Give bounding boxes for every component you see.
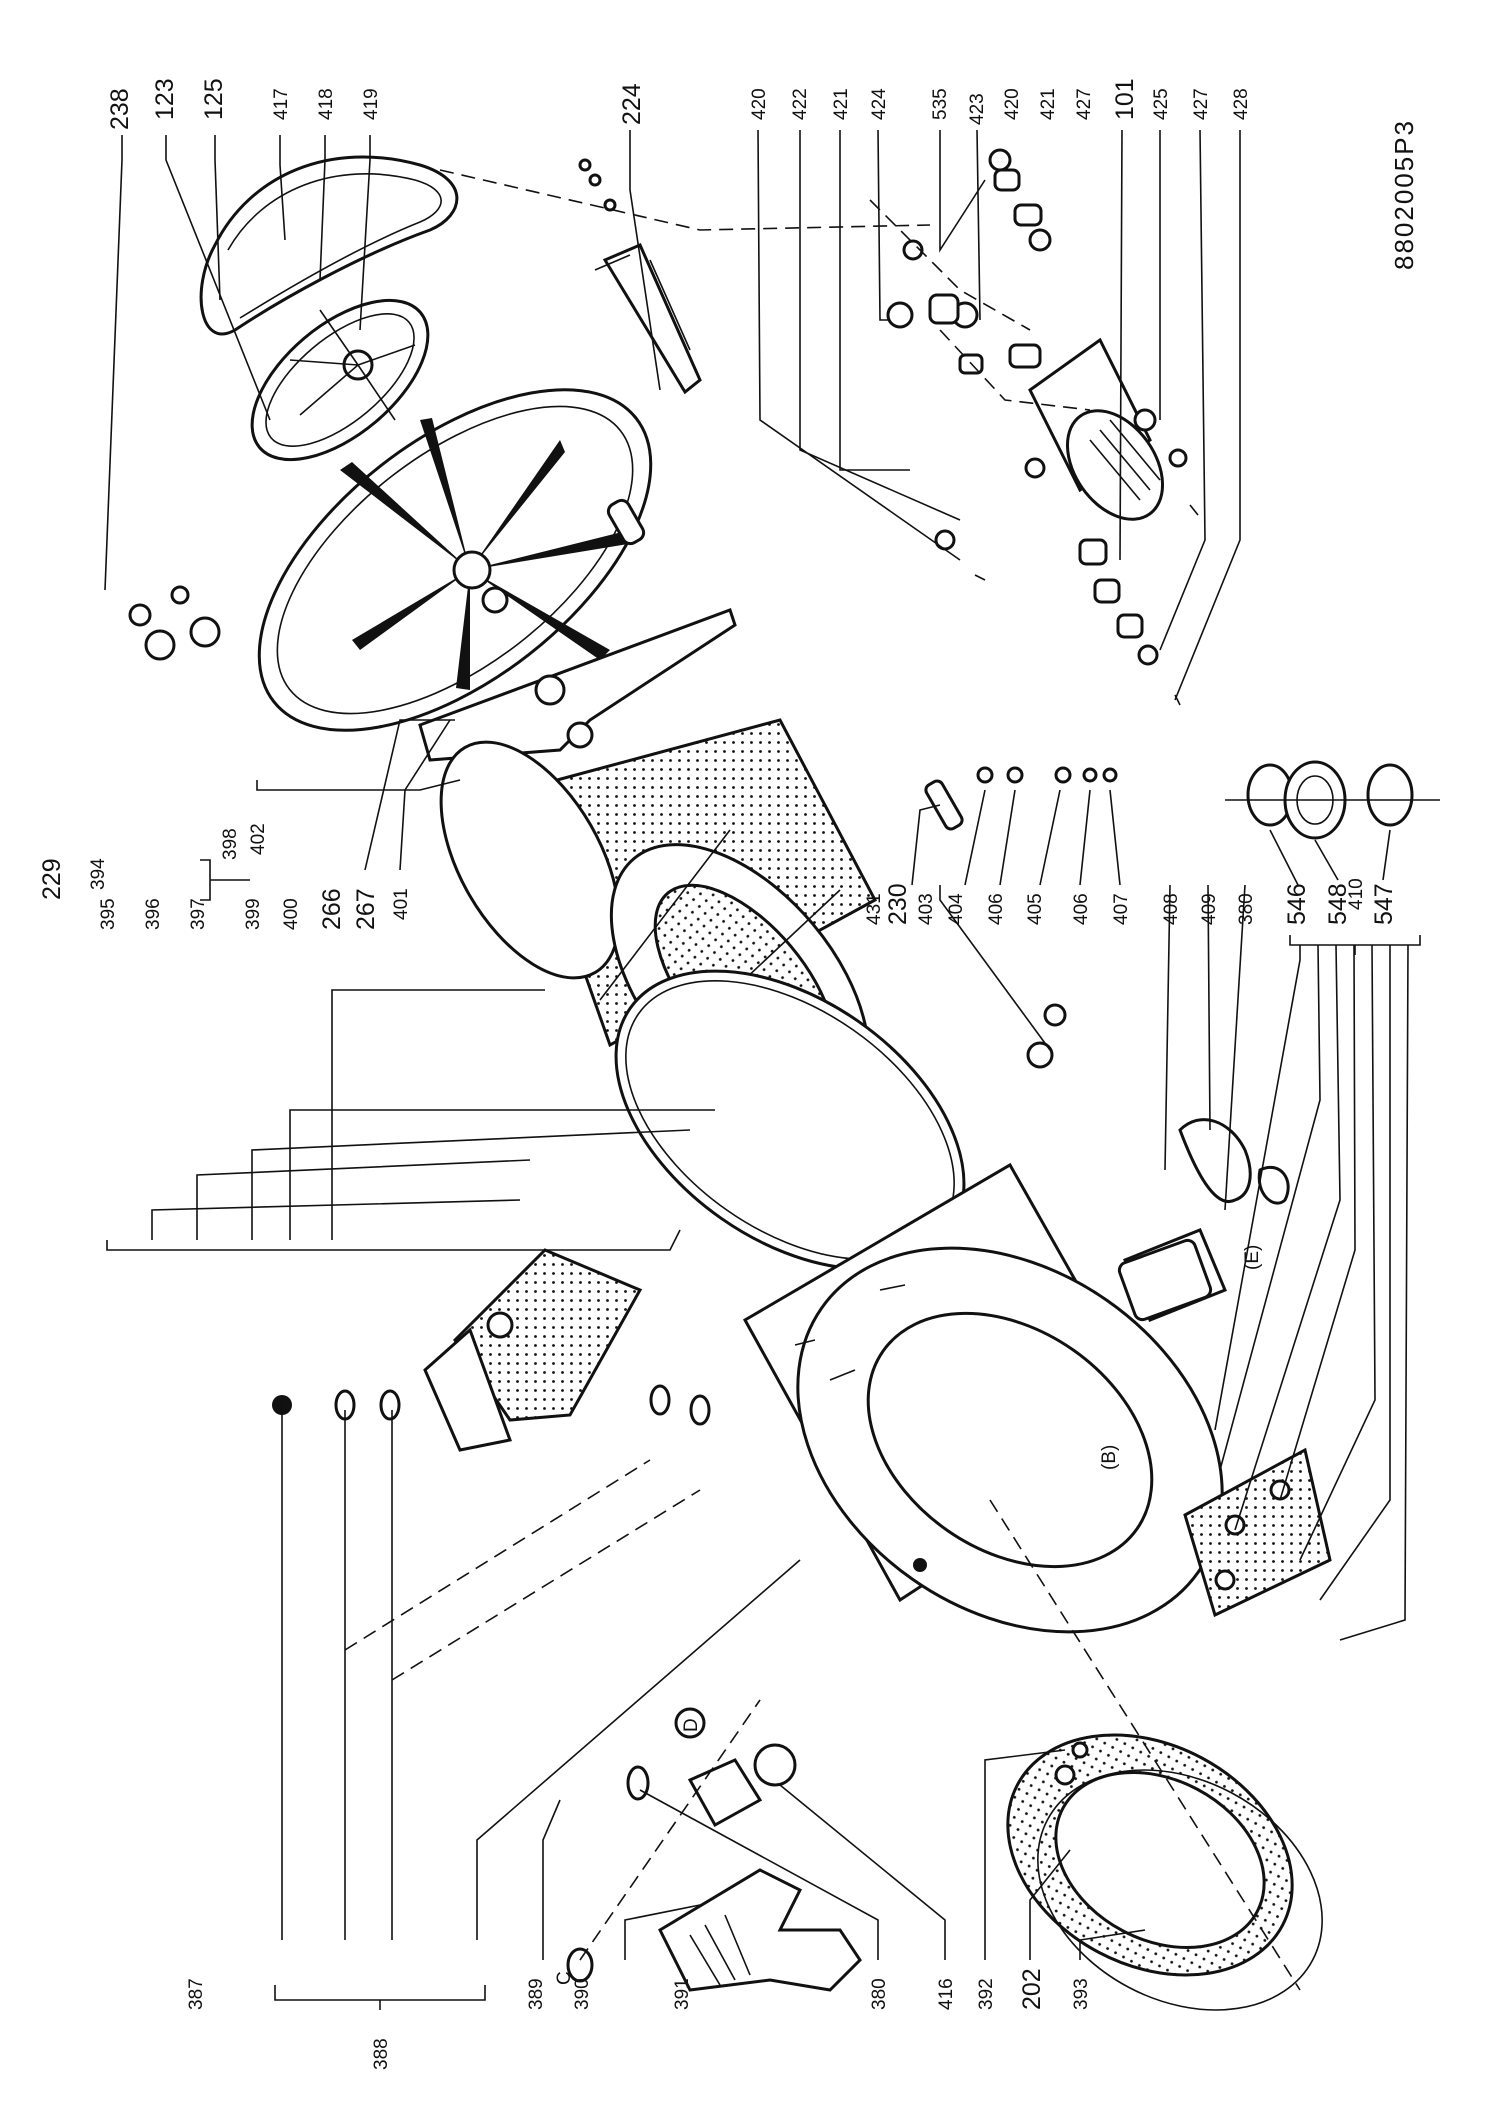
label-428: 428 <box>1231 88 1252 120</box>
label-424: 424 <box>869 88 890 120</box>
label-125: 125 <box>200 78 228 120</box>
label-416: 416 <box>936 1978 957 2010</box>
label-421-a: 421 <box>831 88 852 120</box>
door-seal <box>1006 1733 1323 2011</box>
label-224: 224 <box>618 83 646 125</box>
washer-stack <box>272 1384 711 1426</box>
label-380-a: 380 <box>1236 893 1257 925</box>
label-230: 230 <box>884 883 912 925</box>
label-202: 202 <box>1018 1968 1046 2010</box>
label-123: 123 <box>151 78 179 120</box>
label-535: 535 <box>930 88 951 120</box>
drawing-code: 8802005P3 <box>1389 119 1419 270</box>
pump-bracket <box>1183 1447 1332 1618</box>
label-390: 390 <box>572 1978 593 2010</box>
label-404: 404 <box>946 893 967 925</box>
pulley-wheel <box>250 298 430 462</box>
motor <box>1008 337 1165 521</box>
label-421-b: 421 <box>1038 88 1059 120</box>
drive-belt <box>199 155 459 336</box>
label-427-b: 427 <box>1191 88 1212 120</box>
callout-b: (B) <box>1099 1445 1120 1470</box>
label-406-b: 406 <box>1071 893 1092 925</box>
callout-c: C <box>554 1971 575 1985</box>
label-546: 546 <box>1283 883 1311 925</box>
label-396: 396 <box>143 898 164 930</box>
hose-assembly <box>1117 1118 1290 1322</box>
label-431: 431 <box>864 893 885 925</box>
label-548: 548 <box>1324 883 1352 925</box>
leader-lines <box>104 129 1409 1991</box>
label-400: 400 <box>281 898 302 930</box>
brackets <box>200 859 1421 2010</box>
tub-rear-cover <box>257 388 653 732</box>
label-399: 399 <box>243 898 264 930</box>
thermostat-parts <box>128 585 221 661</box>
counterweight-block <box>423 1248 643 1452</box>
label-380-b: 380 <box>869 1978 890 2010</box>
front-tub <box>742 1162 1227 1634</box>
label-267: 267 <box>352 888 380 930</box>
label-547: 547 <box>1370 883 1398 925</box>
label-420-b: 420 <box>1002 88 1023 120</box>
label-389: 389 <box>526 1978 547 2010</box>
label-405: 405 <box>1025 893 1046 925</box>
label-409: 409 <box>1199 893 1220 925</box>
drain-hose <box>566 1743 862 1992</box>
label-408: 408 <box>1161 893 1182 925</box>
callout-d: D <box>681 1718 702 1732</box>
heater-element <box>578 158 702 395</box>
callout-e: (E) <box>1242 1245 1263 1270</box>
label-425: 425 <box>1151 88 1172 120</box>
label-238: 238 <box>106 88 134 130</box>
label-395: 395 <box>98 898 119 930</box>
label-420-a: 420 <box>749 88 770 120</box>
motor-mounting-parts <box>886 148 1199 706</box>
label-397: 397 <box>188 898 209 930</box>
label-388: 388 <box>371 2038 392 2070</box>
label-418: 418 <box>316 88 337 120</box>
label-410: 410 <box>1346 878 1367 910</box>
label-401: 401 <box>391 888 412 920</box>
label-422: 422 <box>790 88 811 120</box>
label-393: 393 <box>1071 1978 1092 2010</box>
label-417: 417 <box>271 88 292 120</box>
label-423: 423 <box>967 93 988 125</box>
label-394: 394 <box>88 858 109 890</box>
label-391: 391 <box>672 1978 693 2010</box>
label-427-a: 427 <box>1074 88 1095 120</box>
drum-spider-arm <box>418 608 737 762</box>
door-hinge-parts <box>1225 760 1440 840</box>
label-101: 101 <box>1111 78 1139 120</box>
label-387: 387 <box>186 1978 207 2010</box>
sensor-parts <box>924 766 1118 1069</box>
label-398: 398 <box>220 828 241 860</box>
label-403: 403 <box>916 893 937 925</box>
label-392: 392 <box>976 1978 997 2010</box>
label-266: 266 <box>318 888 346 930</box>
label-407: 407 <box>1111 893 1132 925</box>
label-229: 229 <box>38 858 66 900</box>
label-419: 419 <box>361 88 382 120</box>
label-406-a: 406 <box>986 893 1007 925</box>
label-402: 402 <box>248 823 269 855</box>
